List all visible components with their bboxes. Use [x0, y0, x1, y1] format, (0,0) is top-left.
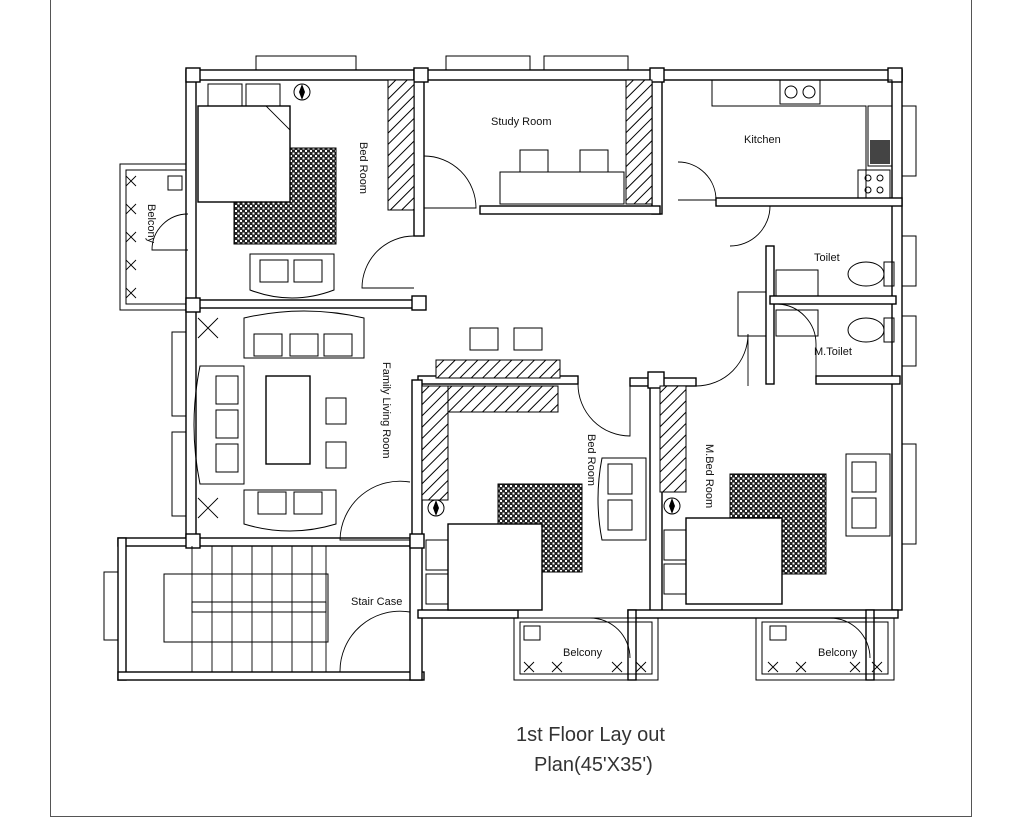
sofas	[193, 253, 891, 541]
label-family-living-room: Family Living Room	[380, 362, 392, 459]
label-belcony-left: Belcony	[145, 204, 157, 244]
beds	[197, 83, 783, 611]
label-kitchen: Kitchen	[744, 134, 781, 146]
windows	[103, 55, 917, 641]
wardrobes	[387, 79, 687, 501]
plan-title-line2: Plan(45'X35')	[534, 754, 653, 776]
plan-title-line1: 1st Floor Lay out	[516, 724, 665, 746]
compass-icons	[293, 83, 681, 517]
label-bed-room-1: Bed Room	[357, 142, 369, 194]
label-toilet: Toilet	[814, 252, 840, 264]
balconies	[119, 163, 895, 681]
label-stair-case: Stair Case	[351, 596, 402, 608]
doors	[151, 155, 871, 673]
label-belcony-bottom-1: Belcony	[563, 647, 603, 659]
drawing-frame	[50, 0, 972, 817]
label-belcony-bottom-2: Belcony	[818, 647, 858, 659]
label-m-bed-room: M.Bed Room	[703, 444, 715, 508]
label-m-toilet: M.Toilet	[814, 346, 852, 358]
staircase	[163, 546, 329, 672]
label-bed-room-2: Bed Room	[585, 434, 597, 486]
label-study-room: Study Room	[491, 116, 552, 128]
